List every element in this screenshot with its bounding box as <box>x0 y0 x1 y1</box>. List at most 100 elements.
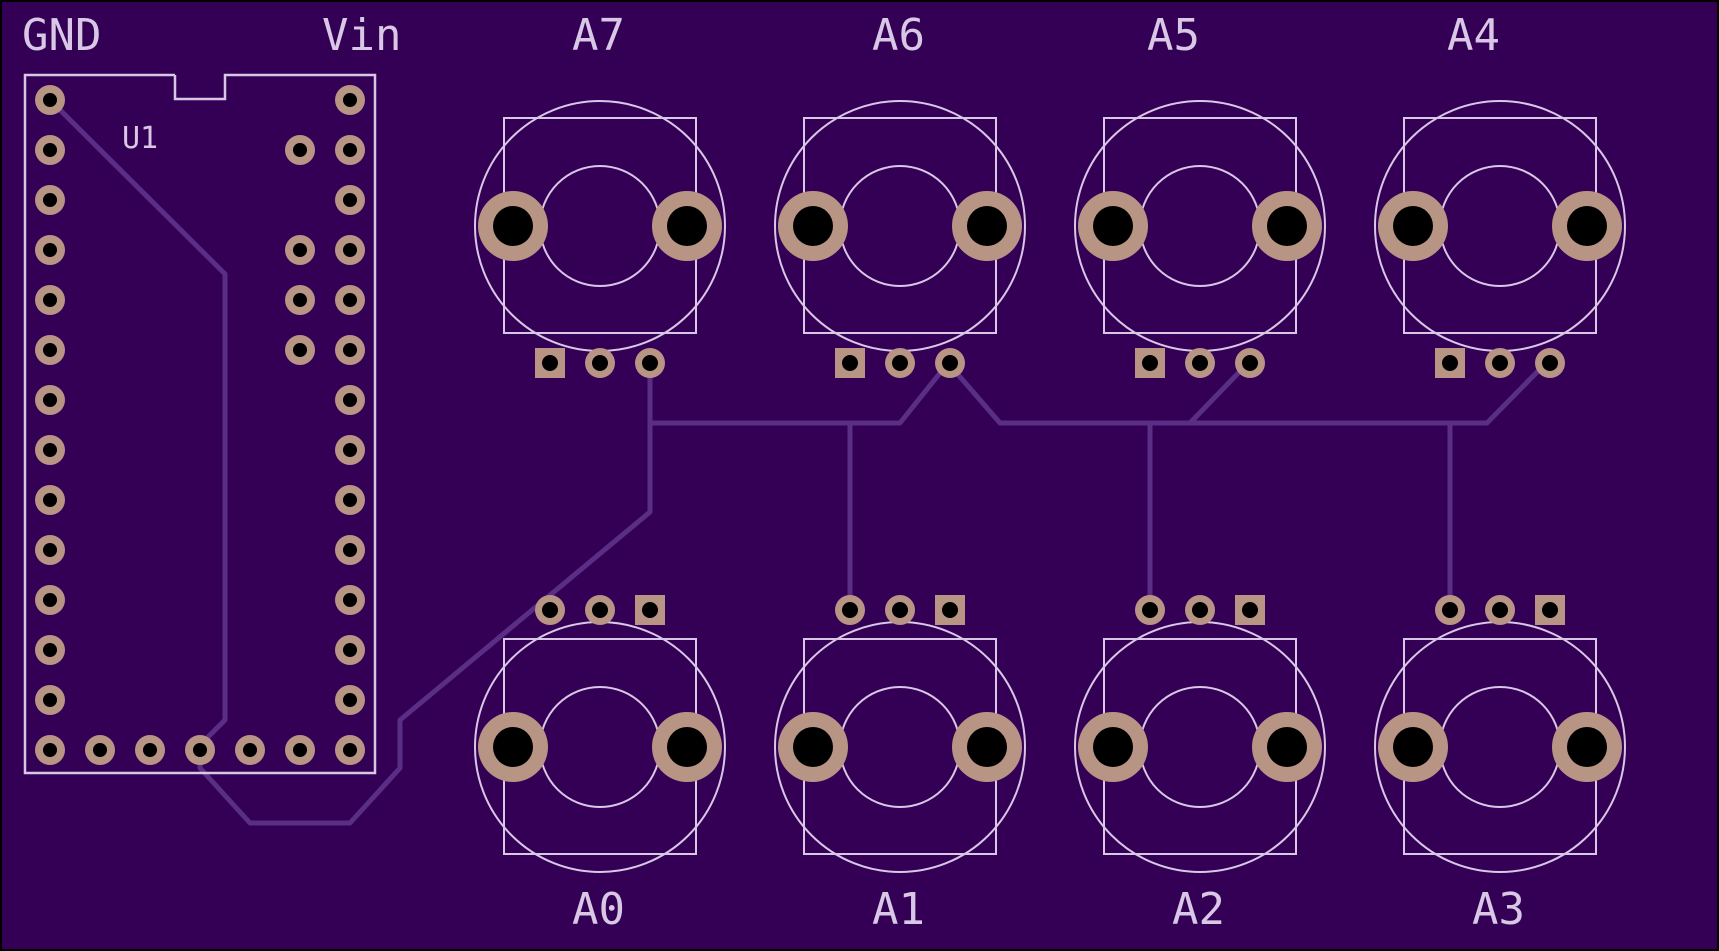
chip-pad-left-12-drill <box>43 643 57 657</box>
pot-label-a5: A5 <box>1147 10 1200 61</box>
pot-a5-pin-1-drill <box>1142 355 1158 371</box>
chip-pad-right-1-drill <box>343 93 357 107</box>
pot-a6 <box>774 100 1026 378</box>
chip-pad-right-2-drill <box>343 143 357 157</box>
chip-pad-right-11-drill <box>343 593 357 607</box>
pot-label-a6: A6 <box>872 10 925 61</box>
chip-pad-left-13-drill <box>43 693 57 707</box>
chip-pad-right-9-drill <box>343 493 357 507</box>
vin-label: Vin <box>322 10 401 61</box>
pot-a0 <box>474 595 726 873</box>
pot-label-a4: A4 <box>1447 10 1500 61</box>
pot-a2-mount-left-drill <box>1093 727 1133 767</box>
chip-pad-right-3-drill <box>343 193 357 207</box>
chip-pad-left-7-drill <box>43 393 57 407</box>
chip-pad-inner-1-drill <box>293 143 307 157</box>
pot-a5-mount-left-drill <box>1093 206 1133 246</box>
pot-a1-pin-1-drill <box>942 602 958 618</box>
pot-label-a3: A3 <box>1472 884 1525 935</box>
potentiometers <box>474 100 1626 873</box>
pot-a3-pin-3-drill <box>1442 602 1458 618</box>
pot-a3-pin-2-drill <box>1492 602 1508 618</box>
chip-pad-bottom-3-drill <box>193 743 207 757</box>
pot-a5-mount-right-drill <box>1267 206 1307 246</box>
pot-a4-mount-right-drill <box>1567 206 1607 246</box>
pot-a0-mount-left-drill <box>493 727 533 767</box>
pot-a1-pin-2-drill <box>892 602 908 618</box>
pot-a0-mount-right-drill <box>667 727 707 767</box>
pot-a6-mount-right-drill <box>967 206 1007 246</box>
pot-a2-pin-3-drill <box>1142 602 1158 618</box>
chip-pad-left-5-drill <box>43 293 57 307</box>
pot-a4-mount-left-drill <box>1393 206 1433 246</box>
pot-label-a2: A2 <box>1172 884 1225 935</box>
pot-a7 <box>474 100 726 378</box>
gnd-label: GND <box>22 10 101 61</box>
pot-a2 <box>1074 595 1326 873</box>
pot-a7-pin-3-drill <box>642 355 658 371</box>
pot-a7-mount-right-drill <box>667 206 707 246</box>
trace-bus-to-a5 <box>1187 360 1251 426</box>
pot-a3-mount-right-drill <box>1567 727 1607 767</box>
chip-pad-left-14-drill <box>43 743 57 757</box>
trace-layer <box>47 97 1549 826</box>
pot-a4 <box>1374 100 1626 378</box>
pot-a3 <box>1374 595 1626 873</box>
chip-pad-left-2-drill <box>43 143 57 157</box>
chip-pad-left-9-drill <box>43 493 57 507</box>
pot-a1-pin-3-drill <box>842 602 858 618</box>
chip-pad-left-8-drill <box>43 443 57 457</box>
chip-outline <box>23 73 377 775</box>
pot-label-a7: A7 <box>572 10 625 61</box>
pot-label-a1: A1 <box>872 884 925 935</box>
pot-a0-pin-3-drill <box>542 602 558 618</box>
chip-pad-right-13-drill <box>343 693 357 707</box>
pot-a2-pin-1-drill <box>1242 602 1258 618</box>
chip-pad-left-6-drill <box>43 343 57 357</box>
chip-designator: U1 <box>122 121 158 156</box>
pot-a6-pin-3-drill <box>942 355 958 371</box>
chip-pads <box>35 85 365 765</box>
pot-a4-pin-3-drill <box>1542 355 1558 371</box>
chip-pad-left-3-drill <box>43 193 57 207</box>
chip-pad-right-10-drill <box>343 543 357 557</box>
chip-pad-bottom-1-drill <box>93 743 107 757</box>
pot-a1 <box>774 595 1026 873</box>
chip-pad-left-1-drill <box>43 93 57 107</box>
chip-pad-right-6-drill <box>343 343 357 357</box>
chip-pad-bottom-2-drill <box>143 743 157 757</box>
pot-a7-mount-left-drill <box>493 206 533 246</box>
pot-a3-pin-1-drill <box>1542 602 1558 618</box>
pot-a6-pin-1-drill <box>842 355 858 371</box>
pot-a2-mount-right-drill <box>1267 727 1307 767</box>
chip-pad-inner-2-drill <box>293 243 307 257</box>
pot-a5-pin-3-drill <box>1242 355 1258 371</box>
pot-a4-pin-1-drill <box>1442 355 1458 371</box>
trace-top-bus-horizontal <box>647 360 1549 426</box>
chip-pad-right-12-drill <box>343 643 357 657</box>
pot-a2-pin-2-drill <box>1192 602 1208 618</box>
pot-label-a0: A0 <box>572 884 625 935</box>
chip-pad-right-14-drill <box>343 743 357 757</box>
pot-a0-pin-1-drill <box>642 602 658 618</box>
chip-pad-right-8-drill <box>343 443 357 457</box>
pot-a5-pin-2-drill <box>1192 355 1208 371</box>
pot-a7-pin-2-drill <box>592 355 608 371</box>
chip-pad-bottom-4-drill <box>243 743 257 757</box>
pot-a3-mount-left-drill <box>1393 727 1433 767</box>
chip-pad-right-7-drill <box>343 393 357 407</box>
pot-a6-mount-left-drill <box>793 206 833 246</box>
pot-a1-mount-left-drill <box>793 727 833 767</box>
trace-gnd-loop <box>47 97 653 826</box>
chip-pad-left-10-drill <box>43 543 57 557</box>
pot-a7-pin-1-drill <box>542 355 558 371</box>
chip-pad-inner-4-drill <box>293 343 307 357</box>
chip-pad-left-4-drill <box>43 243 57 257</box>
pot-a1-mount-right-drill <box>967 727 1007 767</box>
pot-a4-pin-2-drill <box>1492 355 1508 371</box>
chip-pad-right-5-drill <box>343 293 357 307</box>
chip-pad-left-11-drill <box>43 593 57 607</box>
chip-pad-inner-3-drill <box>293 293 307 307</box>
